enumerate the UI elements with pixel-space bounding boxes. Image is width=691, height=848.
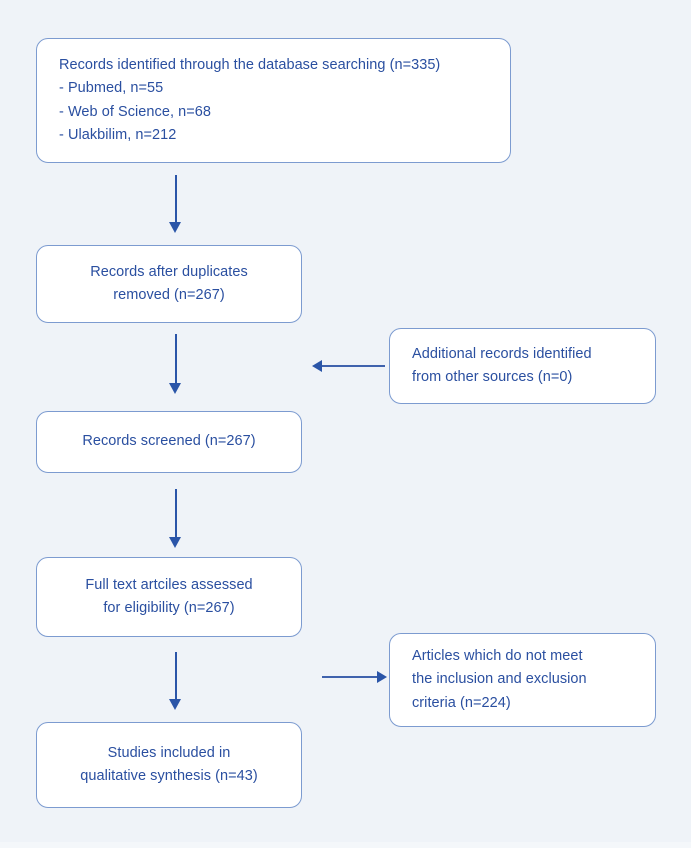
node-line: - Web of Science, n=68 xyxy=(59,103,211,120)
node-records-identified: Records identified through the database … xyxy=(36,38,511,163)
node-line: from other sources (n=0) xyxy=(412,369,573,385)
node-line: Studies included in xyxy=(107,744,231,761)
node-line: the inclusion and exclusion xyxy=(412,671,587,688)
page-bottom-edge xyxy=(0,842,691,848)
node-line: Additional records identified xyxy=(412,345,592,362)
node-line: Records identified through the database … xyxy=(59,56,441,73)
node-line: - Pubmed, n=55 xyxy=(59,80,164,97)
node-line: Records screened (n=267) xyxy=(82,433,256,450)
node-line: qualitative synthesis (n=43) xyxy=(80,768,258,784)
node-fulltext-assessed: Full text artciles assessed for eligibil… xyxy=(36,557,302,637)
node-line: Full text artciles assessed xyxy=(85,576,253,593)
node-studies-included: Studies included in qualitative synthesi… xyxy=(36,722,302,808)
node-additional-records: Additional records identified from other… xyxy=(389,328,656,404)
node-line: removed (n=267) xyxy=(113,287,225,303)
node-line: Articles which do not meet xyxy=(412,647,583,664)
node-line: - Ulakbilim, n=212 xyxy=(59,126,177,143)
node-records-screened: Records screened (n=267) xyxy=(36,411,302,473)
node-line: criteria (n=224) xyxy=(412,694,511,711)
node-line: for eligibility (n=267) xyxy=(103,600,235,616)
node-excluded-articles: Articles which do not meet the inclusion… xyxy=(389,633,656,727)
node-line: Records after duplicates xyxy=(90,263,248,280)
node-records-after-duplicates: Records after duplicates removed (n=267) xyxy=(36,245,302,323)
